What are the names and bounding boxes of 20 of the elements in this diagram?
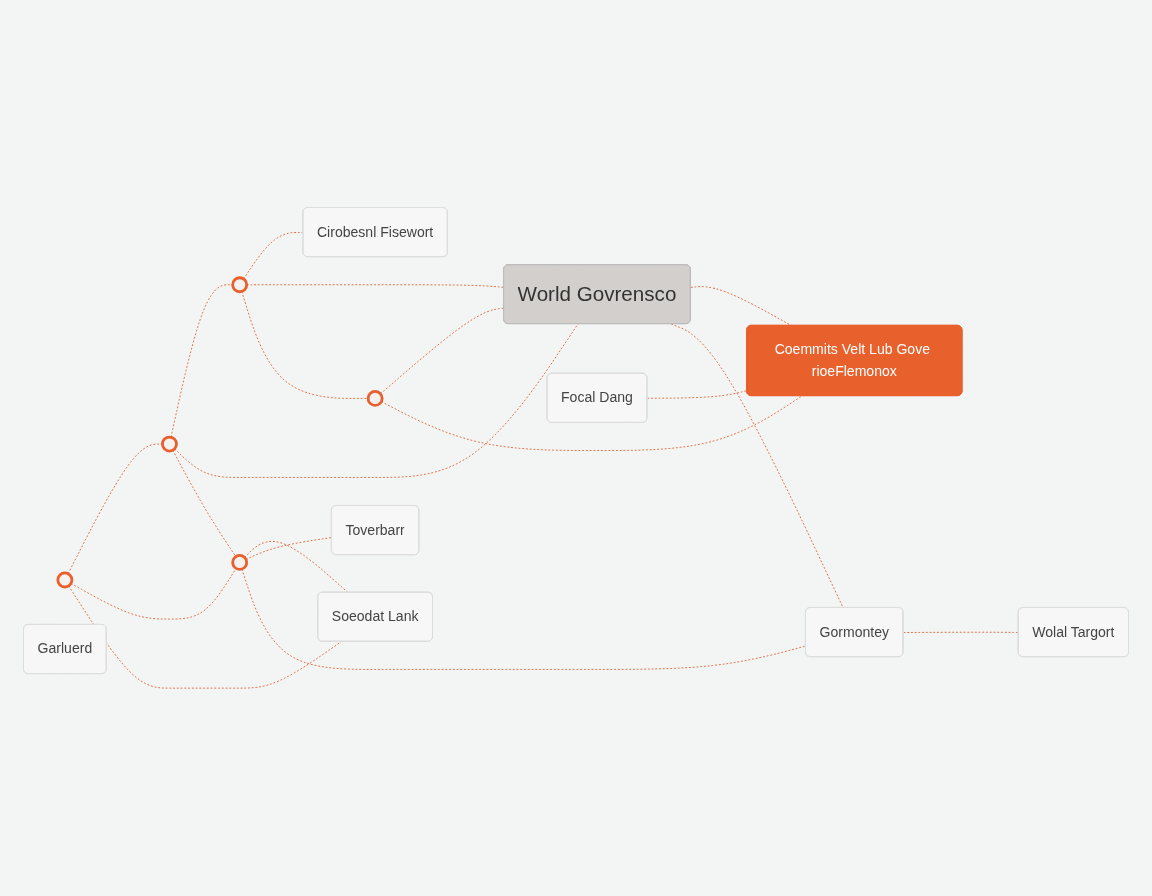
connector xyxy=(70,568,237,620)
node-text: Wolal Targort xyxy=(1032,623,1115,640)
node-circle xyxy=(366,390,384,408)
node-circle xyxy=(56,571,74,589)
connector xyxy=(68,585,342,689)
node-text: Soeodat Lank xyxy=(331,608,419,625)
node-text: Focal Dang xyxy=(561,389,633,406)
connector xyxy=(379,307,505,395)
node-text: Gormontey xyxy=(819,623,890,640)
node-text: Cirobesnl Fisewort xyxy=(316,223,434,240)
node-circle xyxy=(231,276,249,294)
connector xyxy=(174,323,579,479)
connector xyxy=(172,449,237,558)
connector xyxy=(646,390,748,399)
node-circle xyxy=(161,435,178,453)
node-text: Toverbarr xyxy=(345,521,405,538)
connector xyxy=(380,395,803,452)
node-text: Garluerd xyxy=(37,640,93,657)
connector xyxy=(903,631,1020,634)
node-circle xyxy=(231,554,249,572)
